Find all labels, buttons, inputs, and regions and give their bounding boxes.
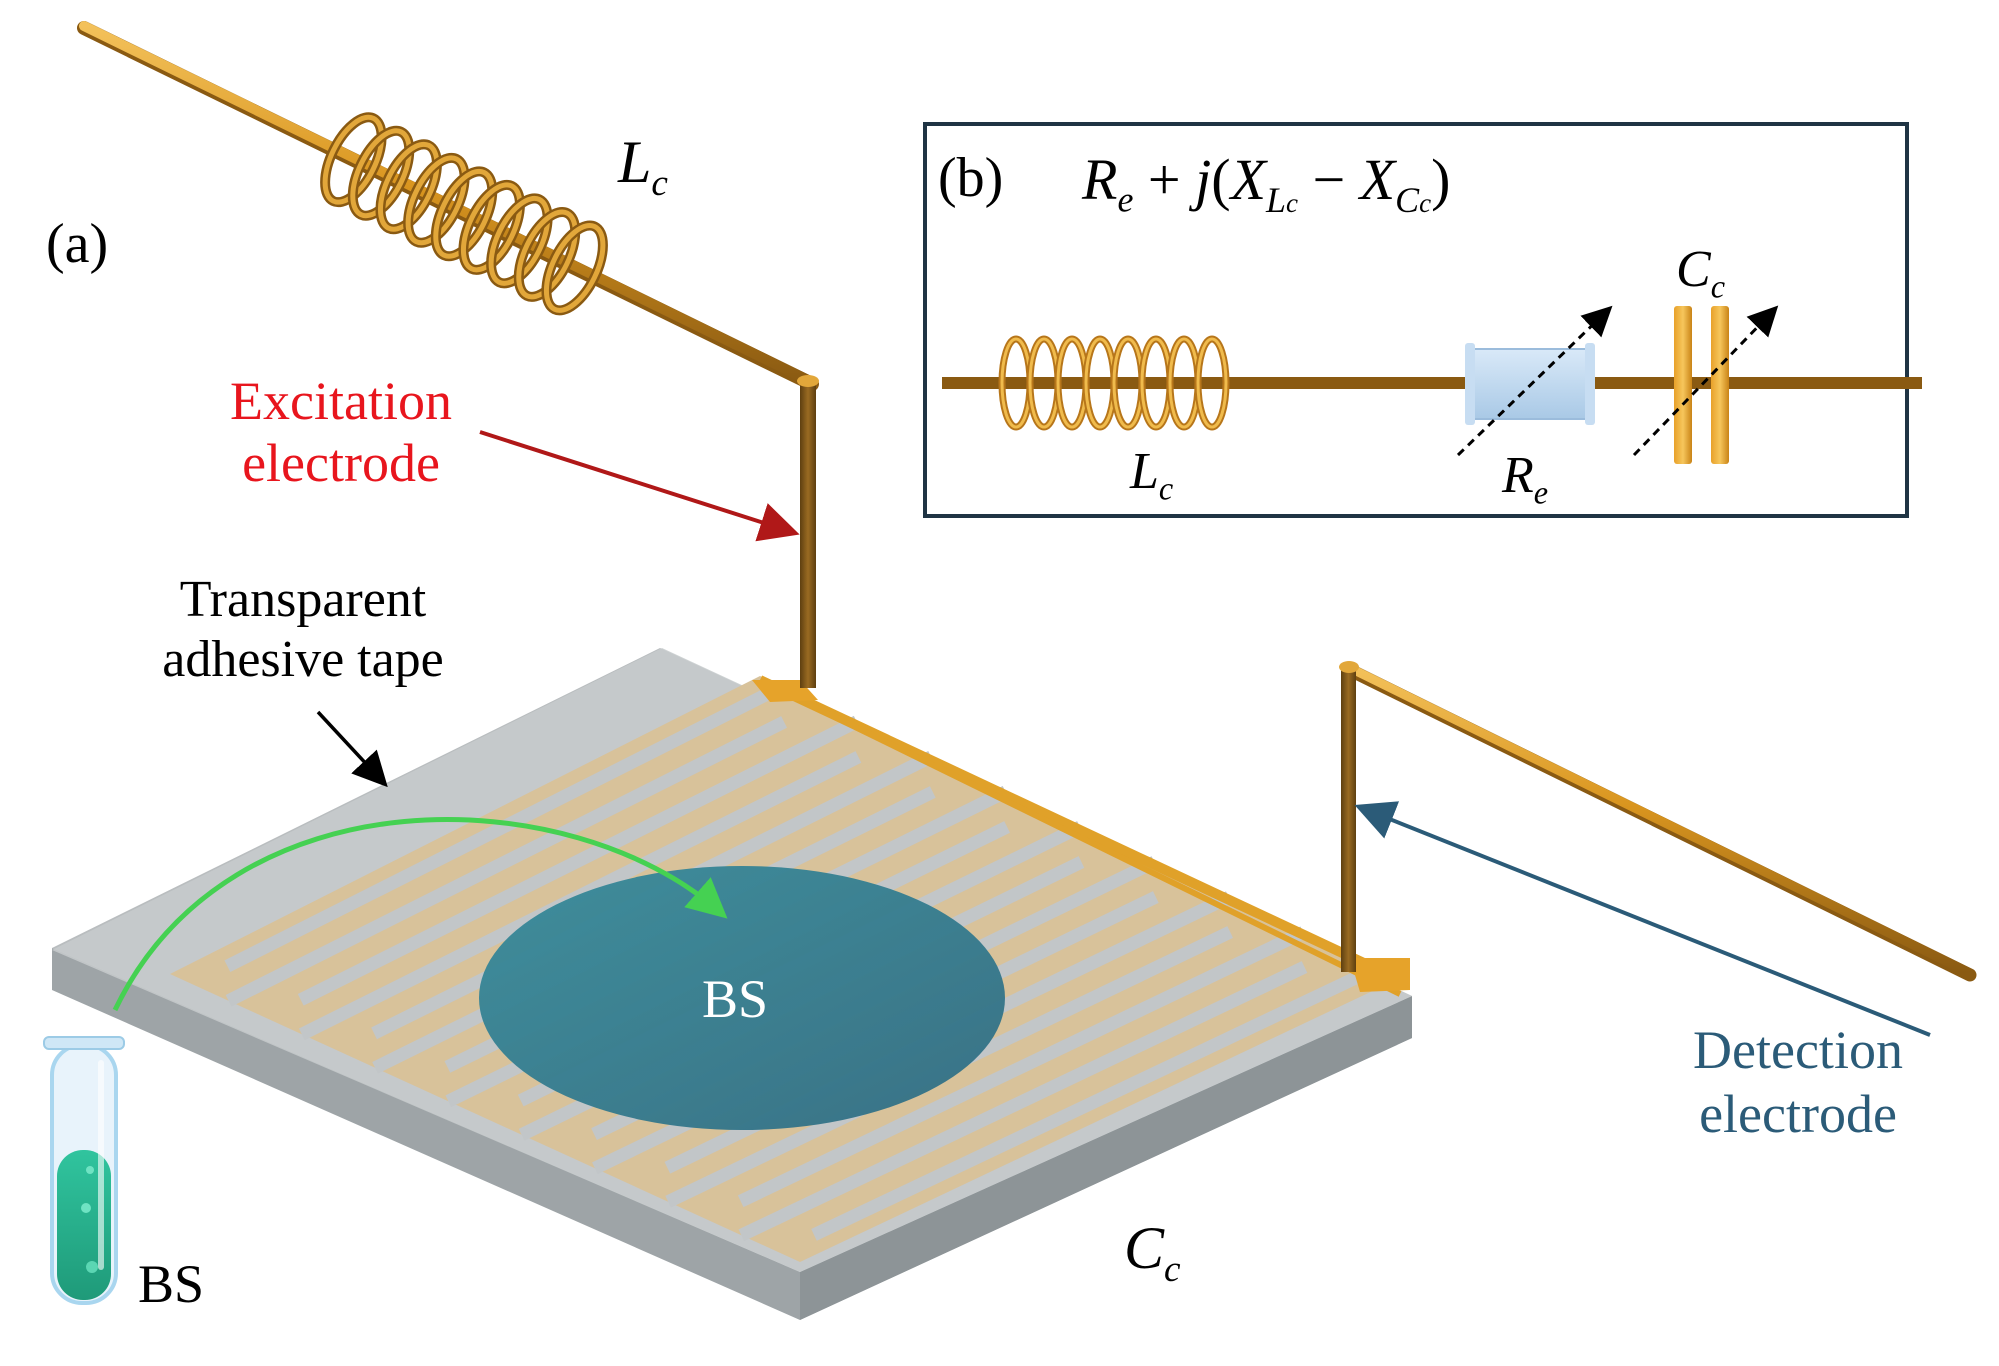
formula-x2-sub-sub: c bbox=[1419, 187, 1432, 218]
detection-wire bbox=[1339, 661, 1977, 982]
coil-turn-highlight bbox=[460, 182, 523, 273]
deposition-arrow bbox=[112, 817, 728, 1012]
excitation-arrow bbox=[479, 430, 800, 542]
coil-turn-highlight bbox=[377, 141, 440, 232]
inductor-coil bbox=[320, 112, 608, 316]
formula-plus: + bbox=[1133, 147, 1196, 212]
inductor-label-b-main: L bbox=[1130, 443, 1159, 500]
formula-open: ( bbox=[1211, 147, 1231, 212]
capacitor-label-a-sub: c bbox=[1164, 1249, 1181, 1291]
coil-turn-highlight bbox=[322, 114, 385, 205]
coil-turn-highlight bbox=[350, 128, 412, 219]
test-tube bbox=[43, 1036, 125, 1305]
resistor-label-b-main: R bbox=[1502, 447, 1534, 504]
excitation-label-line1: Excitation bbox=[230, 371, 452, 431]
tube-label: BS bbox=[138, 1254, 205, 1314]
inset-border bbox=[923, 122, 1909, 518]
coil-turn-highlight bbox=[516, 209, 578, 300]
capacitor-label-a-main: C bbox=[1124, 1215, 1165, 1281]
formula-x2-sub-main: C bbox=[1395, 179, 1420, 220]
schematic-inductor bbox=[998, 335, 1230, 431]
electrode-finger bbox=[297, 715, 860, 1006]
detection-post bbox=[1341, 666, 1356, 972]
tape-label: Transparent adhesive tape bbox=[112, 570, 494, 690]
electrode-finger bbox=[225, 716, 787, 1007]
busbar-rail-inner bbox=[794, 695, 1402, 997]
excitation-post bbox=[800, 380, 816, 688]
tape-label-line2: adhesive tape bbox=[162, 631, 444, 688]
capacitor-label-b: Cc bbox=[1676, 240, 1725, 305]
formula-x1-sub: Lc bbox=[1266, 180, 1298, 220]
capacitor-label-b-main: C bbox=[1676, 241, 1711, 298]
detection-label-line1: Detection bbox=[1693, 1020, 1903, 1080]
resistor-label-b-sub: e bbox=[1533, 474, 1549, 511]
electrode-finger bbox=[811, 961, 1381, 1241]
schematic-resistor bbox=[1456, 305, 1613, 457]
excitation-label-line2: electrode bbox=[242, 433, 440, 493]
excitation-wire bbox=[77, 21, 819, 688]
capacitor-variable-arrow bbox=[1632, 305, 1779, 457]
schematic-capacitor bbox=[1632, 305, 1779, 464]
formula-x1-sub-main: L bbox=[1266, 179, 1287, 220]
impedance-formula: Re + j(XLc − XCc) bbox=[1082, 146, 1450, 221]
formula-r: R bbox=[1082, 147, 1118, 212]
detection-pad bbox=[1350, 958, 1410, 992]
coil-turn-highlight bbox=[543, 222, 606, 313]
tube-liquid bbox=[57, 1150, 111, 1300]
coil-turn-highlight bbox=[488, 195, 551, 286]
formula-minus: − bbox=[1298, 147, 1360, 212]
inductor-label-b: Lc bbox=[1130, 442, 1173, 507]
panel-b-tag: (b) bbox=[938, 147, 1004, 209]
capacitor-label-a: Cc bbox=[1124, 1214, 1181, 1291]
formula-j: j bbox=[1195, 147, 1212, 212]
detection-label: Detection electrode bbox=[1660, 1018, 1936, 1146]
formula-x1: X bbox=[1230, 147, 1267, 212]
panel-a-tag: (a) bbox=[46, 213, 109, 275]
schematic-coil-highlight bbox=[1196, 337, 1228, 429]
electrode-finger bbox=[737, 926, 1307, 1208]
formula-x2-sub: Cc bbox=[1395, 180, 1431, 220]
sample-label: BS bbox=[702, 969, 769, 1029]
coil-turn-highlight bbox=[405, 155, 468, 246]
capacitor-label-b-sub: c bbox=[1710, 268, 1725, 305]
coil-turn-highlight bbox=[433, 168, 495, 259]
excitation-label: Excitation electrode bbox=[196, 370, 486, 494]
sample-disc bbox=[479, 866, 1005, 1130]
coil-label: Lc bbox=[618, 128, 668, 205]
electrode-finger bbox=[738, 961, 1308, 1242]
formula-x1-sub-sub: c bbox=[1286, 187, 1298, 218]
formula-x2: X bbox=[1359, 147, 1396, 212]
formula-r-sub: e bbox=[1117, 179, 1134, 220]
electrode-finger bbox=[224, 680, 786, 973]
resistor-label-b: Re bbox=[1502, 446, 1548, 511]
coil-label-sub: c bbox=[651, 163, 668, 205]
substrate-side-right bbox=[800, 996, 1412, 1320]
inset-panel bbox=[923, 122, 1922, 518]
resistor-variable-arrow bbox=[1456, 305, 1613, 457]
coil-label-main: L bbox=[618, 129, 652, 195]
detection-label-line2: electrode bbox=[1699, 1084, 1897, 1144]
tube-rim bbox=[43, 1036, 125, 1050]
formula-close: ) bbox=[1431, 147, 1451, 212]
tape-label-line1: Transparent bbox=[179, 571, 427, 628]
detection-arrow bbox=[1354, 801, 1931, 1037]
tape-arrow bbox=[316, 710, 388, 788]
inductor-label-b-sub: c bbox=[1158, 470, 1174, 507]
